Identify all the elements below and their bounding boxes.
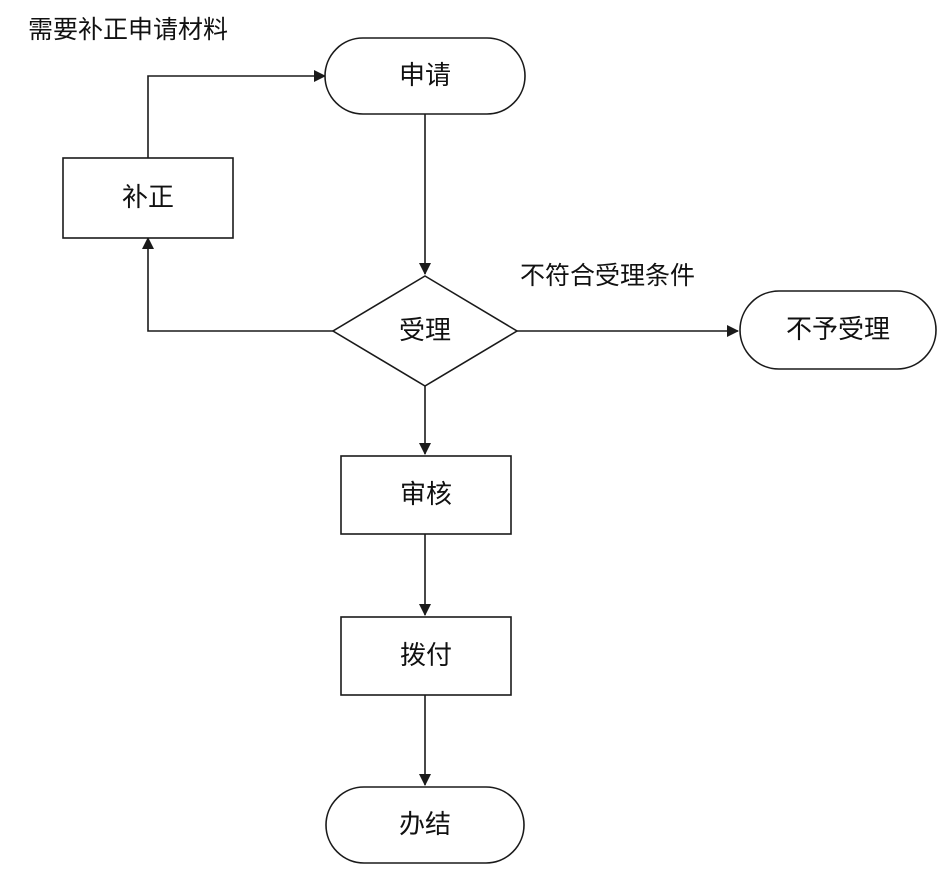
node-payment-label: 拨付: [400, 641, 452, 671]
process-shape: [340, 455, 512, 535]
edge-label-need-correction: 需要补正申请材料: [28, 15, 228, 44]
edge-correction-to-apply: [147, 70, 326, 158]
node-accept: 受理: [331, 275, 519, 387]
node-reject-label: 不予受理: [786, 315, 890, 345]
node-complete: 办结: [325, 786, 525, 864]
node-accept-label: 受理: [399, 316, 451, 346]
terminal-shape: [325, 786, 525, 864]
process-shape: [62, 157, 234, 239]
node-reject: 不予受理: [739, 290, 937, 370]
process-shape: [340, 616, 512, 696]
node-review: 审核: [340, 455, 512, 535]
node-complete-label: 办结: [399, 810, 451, 840]
edges: [142, 70, 739, 786]
terminal-shape: [739, 290, 937, 370]
node-review-label: 审核: [400, 480, 452, 510]
terminal-shape: [324, 37, 526, 115]
edge-label-not-eligible: 不符合受理条件: [520, 261, 695, 290]
node-apply: 申请: [324, 37, 526, 115]
node-apply-label: 申请: [399, 61, 451, 91]
edge-accept-to-correction: [142, 237, 333, 332]
node-correction: 补正: [62, 157, 234, 239]
decision-shape: [331, 275, 519, 387]
node-payment: 拨付: [340, 616, 512, 696]
node-correction-label: 补正: [122, 183, 174, 213]
